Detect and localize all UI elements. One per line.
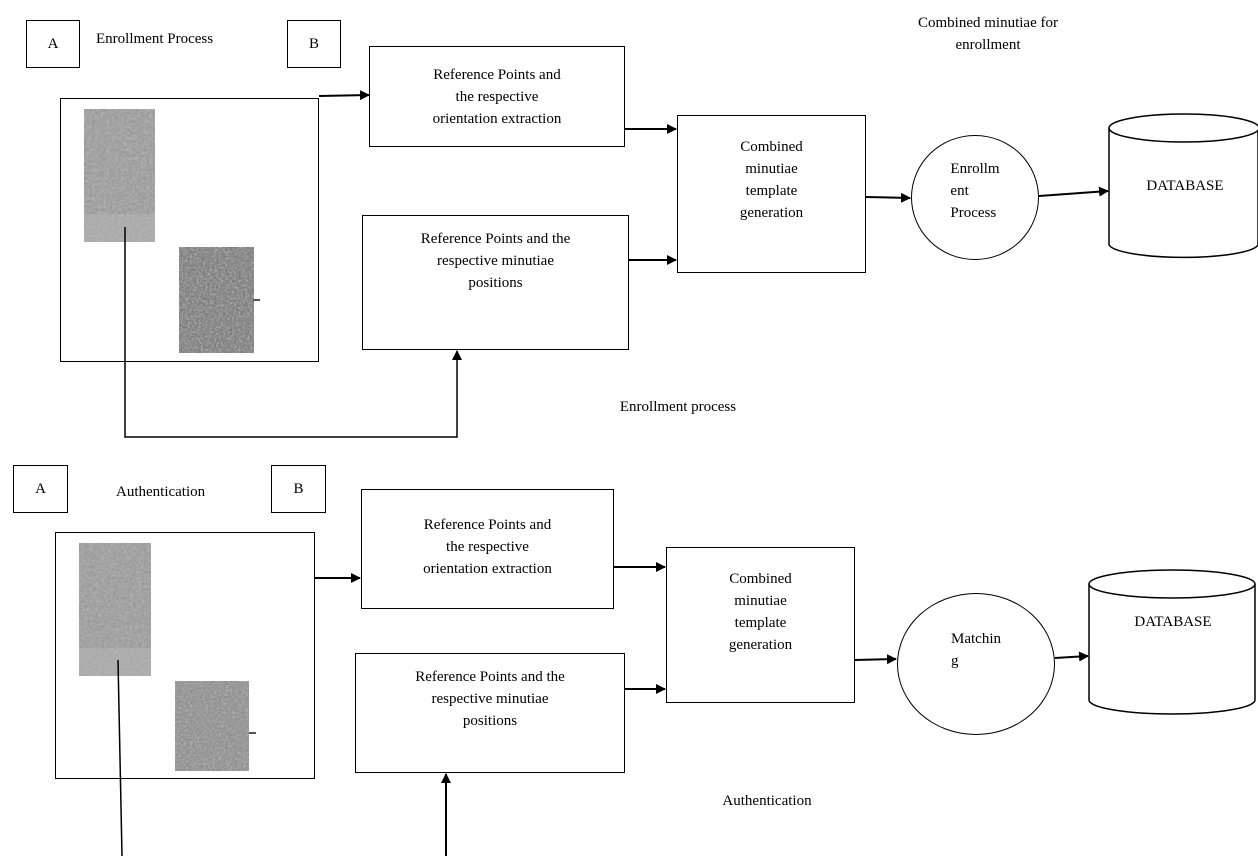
enroll-process-circle: Enrollm ent Process [911, 135, 1039, 260]
auth-bottom-caption: Authentication [722, 793, 812, 809]
enroll-arrow-to-orientation [318, 90, 370, 101]
auth-arrow-matching-to-database [1054, 651, 1089, 662]
auth-section-title: Authentication [116, 484, 206, 500]
auth-combined-box: Combined minutiae template generation [666, 547, 855, 703]
auth-label-b: B [293, 481, 304, 497]
auth-minutiae-box: Reference Points and the respective minu… [355, 653, 625, 773]
auth-arrow-combined-to-matching [854, 654, 897, 665]
enroll-bottom-caption: Enrollment process [619, 399, 737, 415]
enroll-label-a-box: A [26, 20, 80, 68]
enroll-orientation-box: Reference Points and the respective orie… [369, 46, 625, 147]
auth-fingerprint-a-image [79, 543, 151, 676]
auth-fingerprint-b-image [175, 681, 249, 771]
enroll-fingerprint-a-image [84, 109, 155, 242]
enroll-arrow-combined-to-process [865, 192, 911, 203]
auth-orientation-box: Reference Points and the respective orie… [361, 489, 614, 609]
auth-matching-circle: Matchin g [897, 593, 1055, 735]
auth-label-a: A [35, 481, 46, 497]
enroll-label-a: A [47, 36, 59, 52]
enroll-combined-box: Combined minutiae template generation [677, 115, 866, 273]
enroll-database-label: DATABASE [1146, 178, 1224, 194]
enroll-top-caption: Combined minutiae for enrollment [918, 15, 1058, 53]
enroll-label-b: B [308, 36, 319, 52]
auth-label-a-box: A [13, 465, 68, 513]
auth-label-b-box: B [271, 465, 326, 513]
enroll-label-b-box: B [287, 20, 341, 68]
enroll-fingerprint-b-image [179, 247, 254, 353]
enroll-section-title: Enrollment Process [96, 31, 214, 47]
enroll-minutiae-box: Reference Points and the respective minu… [362, 215, 629, 350]
auth-database-label: DATABASE [1134, 614, 1212, 630]
enroll-arrow-process-to-database [1038, 186, 1109, 197]
